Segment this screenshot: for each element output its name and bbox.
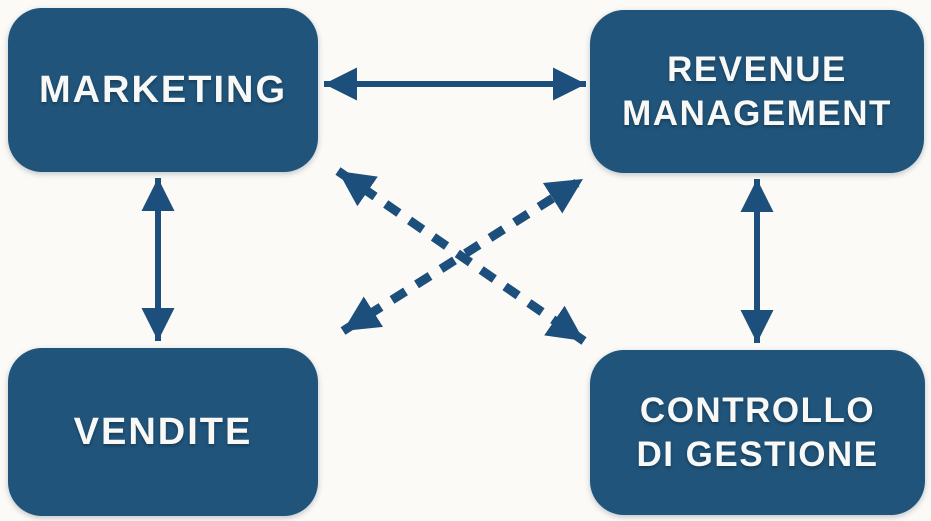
node-marketing-label: MARKETING bbox=[38, 68, 288, 111]
node-vendite: VENDITE bbox=[8, 348, 318, 516]
arrow-vendite-revenue-dashed bbox=[340, 175, 586, 335]
node-marketing: MARKETING bbox=[8, 8, 318, 172]
node-vendite-label: VENDITE bbox=[73, 410, 253, 453]
node-controllo-di-gestione-label-line2: DI GESTIONE bbox=[636, 434, 879, 474]
node-controllo-di-gestione: CONTROLLO DI GESTIONE bbox=[590, 350, 925, 515]
node-revenue-management-label-line1: REVENUE bbox=[667, 50, 847, 90]
node-revenue-management: REVENUE MANAGEMENT bbox=[590, 10, 924, 173]
node-controllo-di-gestione-label-line1: CONTROLLO bbox=[639, 391, 876, 431]
node-revenue-management-label-line2: MANAGEMENT bbox=[622, 93, 892, 133]
arrow-marketing-controllo-dashed bbox=[335, 167, 587, 345]
